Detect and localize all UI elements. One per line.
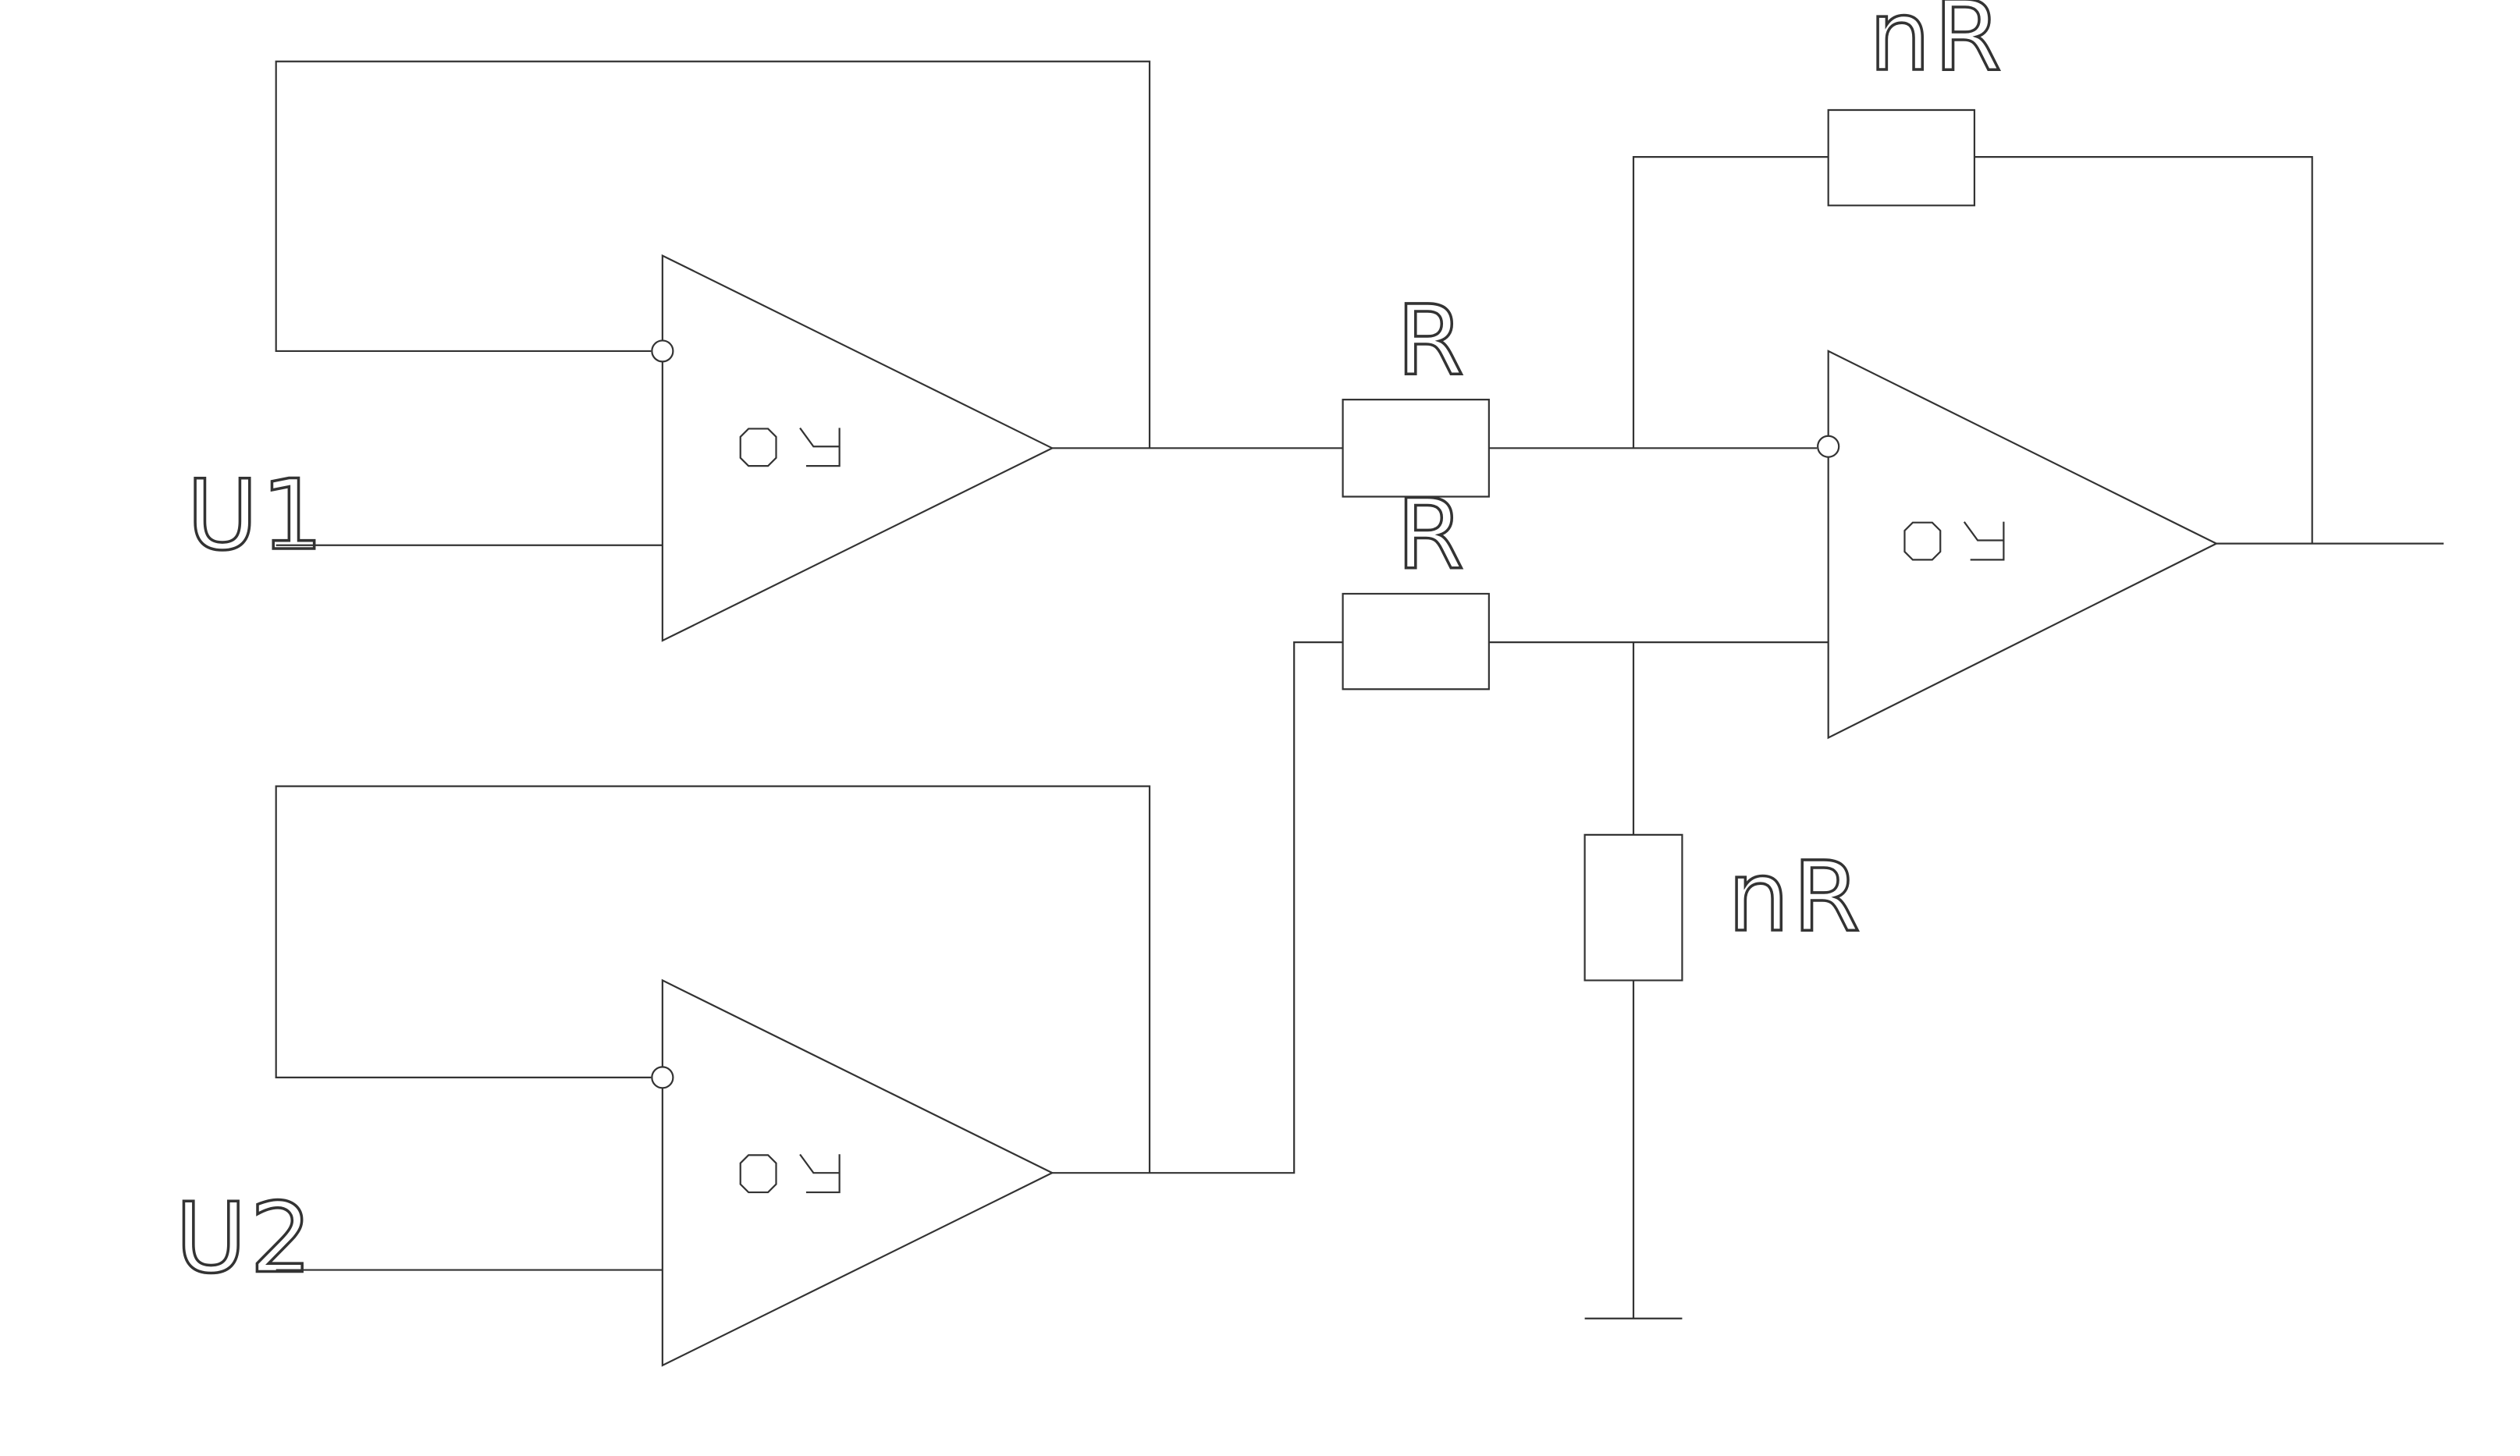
buffer-opamp-top: [652, 256, 1052, 641]
resistor-label-nr-ground: nR: [1728, 840, 1864, 954]
difference-opamp-inverting-input: [1818, 436, 1839, 457]
top-buffer-feedback-wire: [276, 62, 1150, 449]
resistor-r-bottom: [1343, 594, 1489, 689]
input-label-u2: U2: [176, 1182, 315, 1295]
resistor-nr-ground: [1585, 835, 1683, 981]
opamp-top-label: [741, 428, 840, 466]
opamp-top-inverting-input: [652, 340, 673, 361]
opamp-bottom-triangle: [663, 980, 1052, 1365]
opamp-bottom-label: [741, 1155, 840, 1192]
resistors: [1343, 110, 1974, 980]
labels: U1 U2 R R nR nR: [174, 0, 2005, 1296]
resistor-label-r-bottom: R: [1396, 478, 1467, 591]
resistor-label-nr-feedback: nR: [1869, 0, 2005, 93]
wires: [276, 62, 2444, 1319]
opamp-bottom-inverting-input: [652, 1067, 673, 1088]
buffer-opamp-bottom: [652, 980, 1052, 1365]
bottom-buffer-output-wire: [1052, 642, 1342, 1173]
resistor-r-top: [1343, 400, 1489, 496]
opamp-top-triangle: [663, 256, 1052, 641]
difference-opamp-label: [1904, 523, 2003, 560]
bottom-buffer-feedback-wire: [276, 787, 1150, 1174]
input-label-u1: U1: [187, 459, 326, 572]
resistor-label-r-top: R: [1396, 284, 1467, 397]
feedback-right-wire: [1974, 157, 2312, 544]
resistor-nr-feedback: [1829, 110, 1974, 205]
difference-opamp: [1818, 351, 2216, 738]
feedback-left-wire: [1633, 157, 1829, 448]
opamp-output-triangle: [1829, 351, 2216, 738]
